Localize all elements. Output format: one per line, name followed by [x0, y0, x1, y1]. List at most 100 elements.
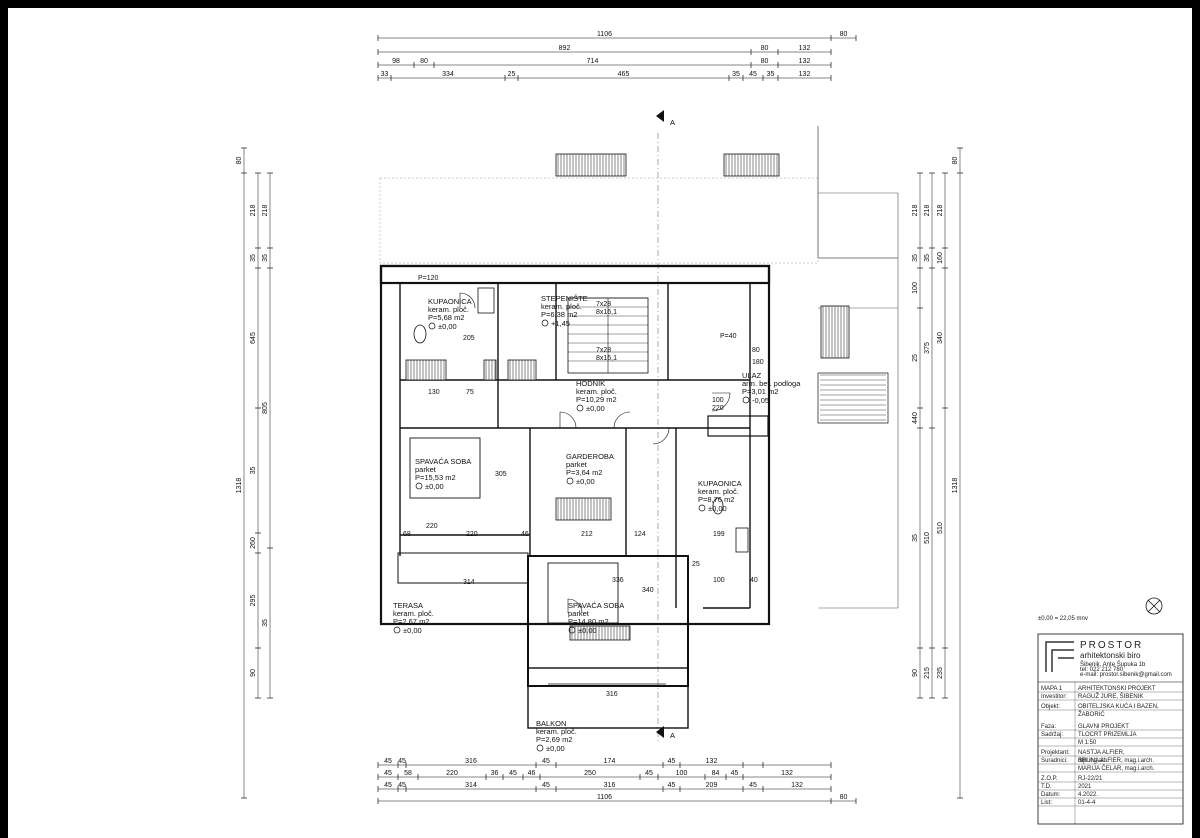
- dim-bot-row2-label: 100: [676, 770, 688, 777]
- room-9-floor: parket: [568, 609, 590, 618]
- dim-left-inner-label: 218: [262, 205, 269, 217]
- room-7-level: ±0,00: [708, 504, 727, 513]
- stair-sub-2: 8x16,1: [596, 355, 617, 362]
- title-block-row-label: T.D.: [1041, 784, 1052, 790]
- dim-right-mid1-label: 215: [924, 667, 931, 679]
- dim-top-row1-label: 80: [840, 31, 848, 38]
- room-10-area: P=2,69 m2: [536, 735, 572, 744]
- title-block-row-label: Investitor:: [1041, 694, 1067, 700]
- room-9-level-marker: [568, 626, 576, 634]
- shower-1: [477, 287, 495, 314]
- inner-dim-10: 314: [463, 579, 475, 586]
- inner-dim-24: 205: [463, 335, 475, 342]
- dim-bot-row2-label: 36: [491, 770, 499, 777]
- dim-bot-row2-label: 46: [528, 770, 536, 777]
- room-7-level-marker: [698, 504, 706, 512]
- door-swing-bed1: [559, 411, 577, 429]
- room-10-floor: keram. ploč.: [536, 727, 577, 736]
- dim-right-inner-label: 35: [912, 534, 919, 542]
- room-2-area: P=6,38 m2: [541, 310, 577, 319]
- dim-top-row3-label: 714: [587, 58, 599, 65]
- dim-bot-row2-label: 45: [384, 770, 392, 777]
- title-block-row-value: OBITELJSKA KUĆA I BAZEN,: [1078, 703, 1159, 710]
- room-5-level: ±0,00: [425, 482, 444, 491]
- dim-right-mid1-label: 510: [924, 532, 931, 544]
- title-block-row-value: ŽABORIĆ: [1078, 710, 1105, 718]
- dim-bot-row3-label: 314: [465, 782, 477, 789]
- title-block-row-value: ARHITEKTONSKI PROJEKT: [1078, 686, 1156, 692]
- title-block-row-label: List:: [1041, 800, 1052, 806]
- title-block-row-value: GLAVNI PROJEKT: [1078, 724, 1129, 730]
- dim-bot-row3-label: 209: [706, 782, 718, 789]
- dim-right-outer-label: 80: [952, 157, 959, 165]
- room-4-floor: arm. bet. podloga: [742, 379, 801, 388]
- dim-top-row4-label: 132: [799, 71, 811, 78]
- hatch-hall-top: [507, 359, 537, 381]
- balcony-slab: [527, 667, 689, 729]
- dim-right-mid1-label: 35: [924, 254, 931, 262]
- dim-top-row4-label: 35: [732, 71, 740, 78]
- roof-vent-right: [723, 153, 780, 177]
- inner-dim-11: 336: [612, 577, 624, 584]
- dim-right-inner-label: 25: [912, 354, 919, 362]
- roof-vent-left: [555, 153, 627, 177]
- dim-left-mid-label: 295: [250, 595, 257, 607]
- dim-left-outer-label: 80: [236, 157, 243, 165]
- room-3-name: HODNIK: [576, 379, 605, 388]
- room-4-level: -0,05: [752, 396, 769, 405]
- dim-bot-row1-label: 132: [706, 758, 718, 765]
- toilet-1: [413, 324, 427, 344]
- title-block-email: e-mail: prostor.sibenik@gmail.com: [1080, 672, 1172, 678]
- stair-label-1: 7x28: [596, 301, 611, 308]
- dim-left-mid-label: 260: [250, 537, 257, 549]
- room-6-name: GARDEROBA: [566, 452, 614, 461]
- wall-north: [379, 264, 771, 285]
- inner-dim-8: 124: [634, 531, 646, 538]
- room-1-name: KUPAONICA: [428, 297, 472, 306]
- dim-bot-row1-label: 45: [668, 758, 676, 765]
- room-10-level: ±0,00: [546, 744, 565, 753]
- title-block-row-label: Projektant:: [1041, 750, 1070, 756]
- title-block-row-label: Sadržaj:: [1041, 732, 1063, 738]
- title-block-row-value: NASTJA ALFIER,: [1078, 750, 1125, 756]
- dim-right-mid2-label: 340: [937, 332, 944, 344]
- room-7-name: KUPAONICA: [698, 479, 742, 488]
- inner-dim-20: 100: [712, 397, 724, 404]
- section-arrow-bottom: [656, 726, 664, 738]
- dim-left-mid-label: 218: [250, 205, 257, 217]
- title-block-row-value: 01-4-4: [1078, 800, 1096, 806]
- title-block-row-value: RJ-22/21: [1078, 776, 1103, 782]
- inner-dim-19: 180: [752, 359, 764, 366]
- dim-top-row3-label: 80: [761, 58, 769, 65]
- bedroom2-block: [527, 555, 689, 687]
- dim-bot-row1-label: 45: [398, 758, 406, 765]
- dim-bot-row2-label: 220: [446, 770, 458, 777]
- dim-bot-row3-label: 45: [398, 782, 406, 789]
- dim-top-row4-label: 334: [442, 71, 454, 78]
- dim-bot-row2-label: 58: [404, 770, 412, 777]
- dim-left-mid-label: 90: [250, 669, 257, 677]
- inner-dim-2: 75: [466, 389, 474, 396]
- section-mark-top: A: [670, 118, 675, 127]
- inner-dim-6: 46: [521, 531, 529, 538]
- dim-bot-row2-label: 45: [645, 770, 653, 777]
- inner-dim-12: 316: [606, 691, 618, 698]
- room-5-level-marker: [415, 482, 423, 490]
- room-1-floor: keram. ploč.: [428, 305, 469, 314]
- title-block-row-label: Datum:: [1041, 792, 1061, 798]
- title-block-row-label: Suradnici:: [1041, 758, 1068, 764]
- dim-top-row2-label: 892: [559, 45, 571, 52]
- dim-right-mid1-label: 218: [924, 205, 931, 217]
- logo-stroke-2: [1051, 649, 1074, 672]
- room-5-area: P=15,53 m2: [415, 473, 456, 482]
- entry-wall: [707, 415, 769, 437]
- room-2-level-marker: [541, 319, 549, 327]
- room-8-name: TERASA: [393, 601, 423, 610]
- dim-bot-row2-label: 250: [584, 770, 596, 777]
- inner-dim-14: 40: [750, 577, 758, 584]
- dim-top-row4-label: 45: [749, 71, 757, 78]
- title-block-row-value: 4.2022.: [1078, 792, 1098, 798]
- dim-bot-row3-label: 45: [668, 782, 676, 789]
- dim-bot-row3-label: 132: [791, 782, 803, 789]
- dim-bot-row3-label: 45: [749, 782, 757, 789]
